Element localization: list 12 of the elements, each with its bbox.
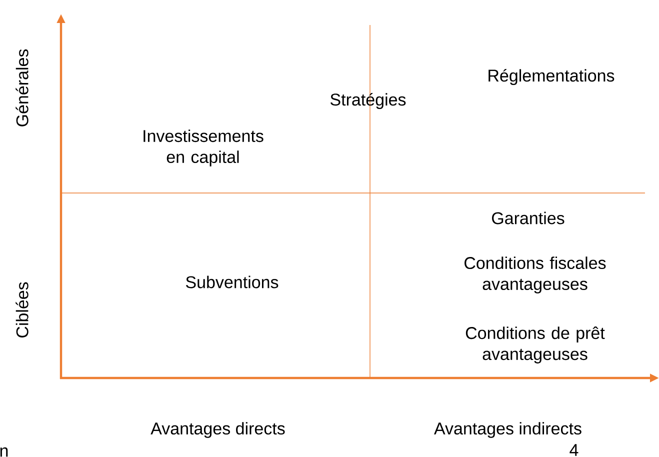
axis-label: Générales	[16, 49, 28, 126]
quadrant-label: Investissements en capital	[144, 130, 264, 166]
quadrant-label: Garanties	[492, 212, 564, 224]
quadrant-label: Conditions de prêt avantageuses	[466, 326, 605, 364]
axis-label: Avantages indirects	[434, 422, 582, 438]
axis-label: Avantages directs	[150, 422, 285, 438]
quadrant-label: Subventions	[186, 276, 278, 288]
quadrant-label: Conditions fiscales avantageuses	[464, 256, 606, 294]
axis-label: Ciblées	[16, 282, 28, 338]
quadrant-label: Réglementations	[488, 68, 614, 86]
page-number: 4	[570, 444, 578, 456]
text-fragment: n	[0, 447, 8, 457]
